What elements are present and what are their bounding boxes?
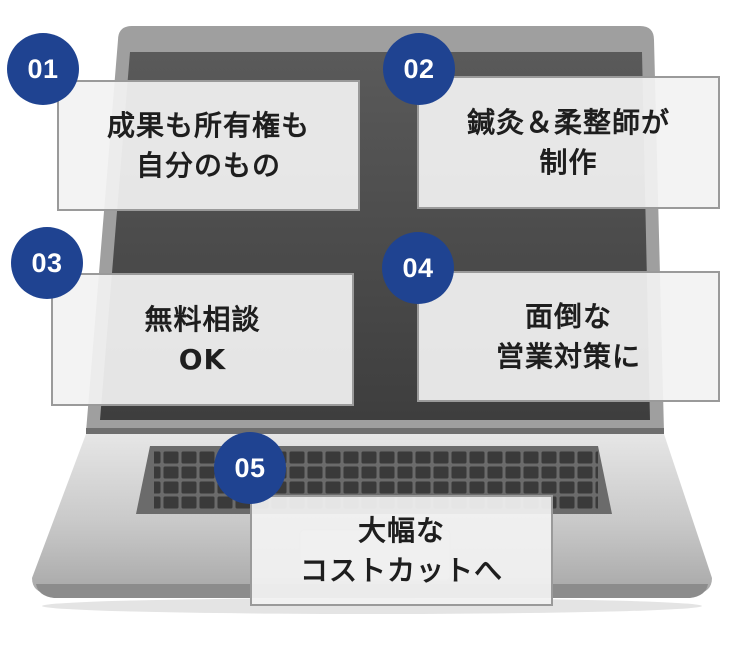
number-badge-1: 01 (7, 33, 79, 105)
feature-card-5: 大幅な コストカットへ (250, 495, 553, 606)
feature-card-2: 鍼灸＆柔整師が 制作 (417, 76, 720, 209)
feature-card-text: 面倒な 営業対策に (495, 299, 641, 373)
feature-card-1: 成果も所有権も 自分のもの (57, 80, 360, 211)
feature-card-text: 大幅な コストカットへ (299, 513, 503, 587)
number-badge-3: 03 (11, 227, 83, 299)
feature-card-3: 無料相談 OK (51, 273, 354, 406)
number-badge-2: 02 (383, 33, 455, 105)
number-badge-5: 05 (214, 432, 286, 504)
feature-card-text: 鍼灸＆柔整師が 制作 (466, 105, 670, 179)
laptop-hinge (86, 428, 664, 434)
feature-card-4: 面倒な 営業対策に (417, 271, 720, 402)
feature-card-text: 成果も所有権も 自分のもの (106, 108, 310, 182)
number-badge-4: 04 (382, 232, 454, 304)
feature-card-text: 無料相談 OK (144, 302, 261, 376)
